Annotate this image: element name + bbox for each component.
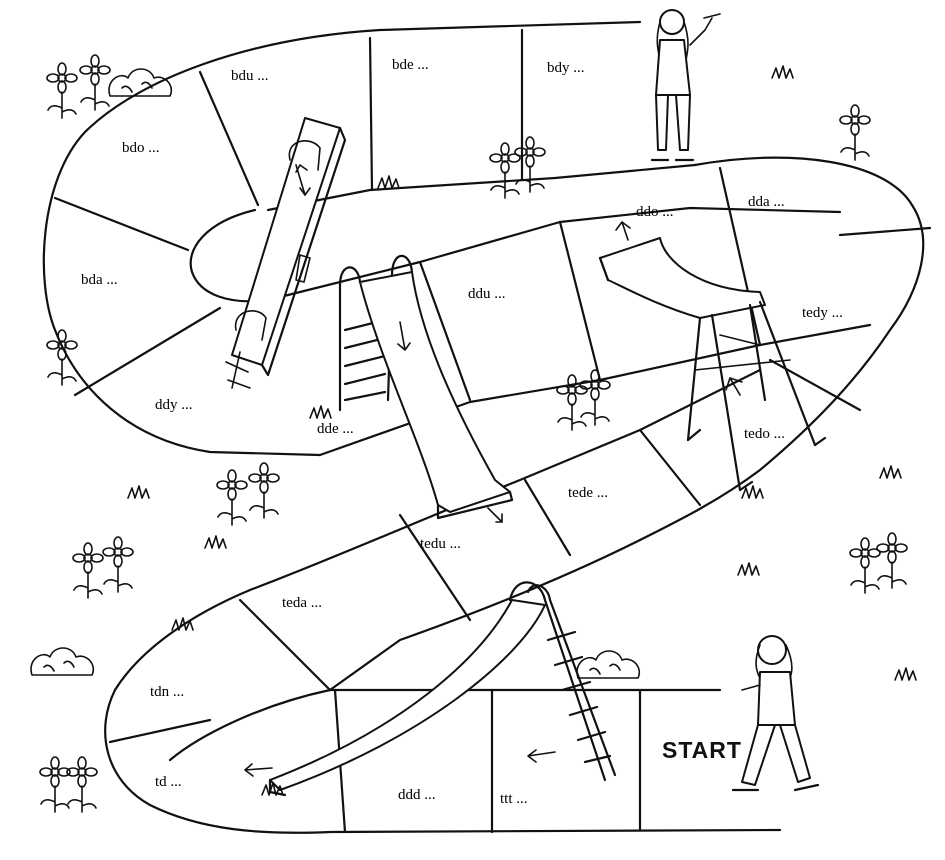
flower-icon — [46, 54, 111, 119]
person-icon — [731, 635, 820, 792]
flower-icon — [46, 329, 78, 386]
space-label-ddu: ddu ... — [468, 286, 506, 302]
space-label-tedo: tedo ... — [744, 426, 785, 442]
bush-icon — [576, 650, 641, 679]
flower-icon — [489, 136, 546, 199]
person-icon — [650, 9, 721, 162]
space-label-bda: bda ... — [81, 272, 118, 288]
space-label-dda: dda ... — [748, 194, 785, 210]
bush-icon — [30, 647, 95, 676]
flower-icon — [849, 532, 908, 594]
start-label: START — [662, 737, 742, 763]
space-label-td: td ... — [155, 774, 182, 790]
space-label-ddd: ddd ... — [398, 787, 436, 803]
ramp-icon — [598, 221, 827, 492]
space-label-bdy: bdy ... — [547, 60, 585, 76]
flower-icon — [216, 462, 280, 526]
slide-icon — [244, 581, 617, 797]
space-label-ttt: ttt ... — [500, 791, 528, 807]
flower-icon — [39, 756, 98, 813]
space-label-tedy: tedy ... — [802, 305, 843, 321]
space-label-bdo: bdo ... — [122, 140, 160, 156]
space-dividers — [53, 28, 932, 834]
space-label-ddo: ddo ... — [636, 204, 674, 220]
space-label-teda: teda ... — [282, 595, 322, 611]
space-label-tdn: tdn ... — [150, 684, 185, 700]
space-label-tede: tede ... — [568, 485, 608, 501]
seesaw-icon — [225, 117, 347, 389]
slide-icon — [338, 254, 514, 523]
space-label-ddy: ddy ... — [155, 397, 193, 413]
flower-icon — [72, 536, 134, 599]
space-label-tedu: tedu ... — [420, 536, 461, 552]
flower-icon — [839, 104, 871, 161]
space-label-dde: dde ... — [317, 421, 354, 437]
space-label-bdu: bdu ... — [231, 68, 269, 84]
space-label-bde: bde ... — [392, 57, 429, 73]
